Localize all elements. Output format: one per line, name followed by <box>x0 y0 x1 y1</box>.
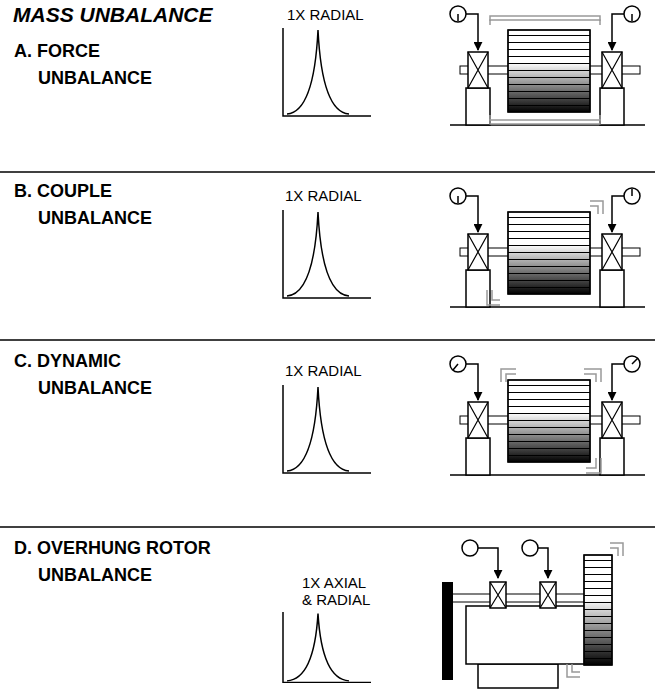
rotor-machine <box>450 356 645 475</box>
spectrum-label: 1X RADIAL <box>285 187 405 204</box>
spectrum-label: 1X RADIAL <box>285 362 405 379</box>
diagram-title: MASS UNBALANCE <box>13 3 213 27</box>
section-heading: C. DYNAMIC UNBALANCE <box>14 348 208 402</box>
spectrum-label: 1X AXIAL & RADIAL <box>302 574 374 608</box>
section-heading: A. FORCE UNBALANCE <box>14 38 208 92</box>
spectrum-plot <box>283 210 371 298</box>
spectrum-plot <box>283 28 371 116</box>
spectrum-plot <box>283 385 371 473</box>
rotor-machine <box>450 188 645 307</box>
section-divider <box>0 172 655 527</box>
section-heading: D. OVERHUNG ROTOR UNBALANCE <box>14 535 250 589</box>
overhung-machine <box>442 540 623 688</box>
spectrum-label: 1X RADIAL <box>287 6 407 23</box>
rotor-machine <box>450 6 645 125</box>
spectrum-plot <box>283 612 371 682</box>
section-heading: B. COUPLE UNBALANCE <box>14 178 208 232</box>
